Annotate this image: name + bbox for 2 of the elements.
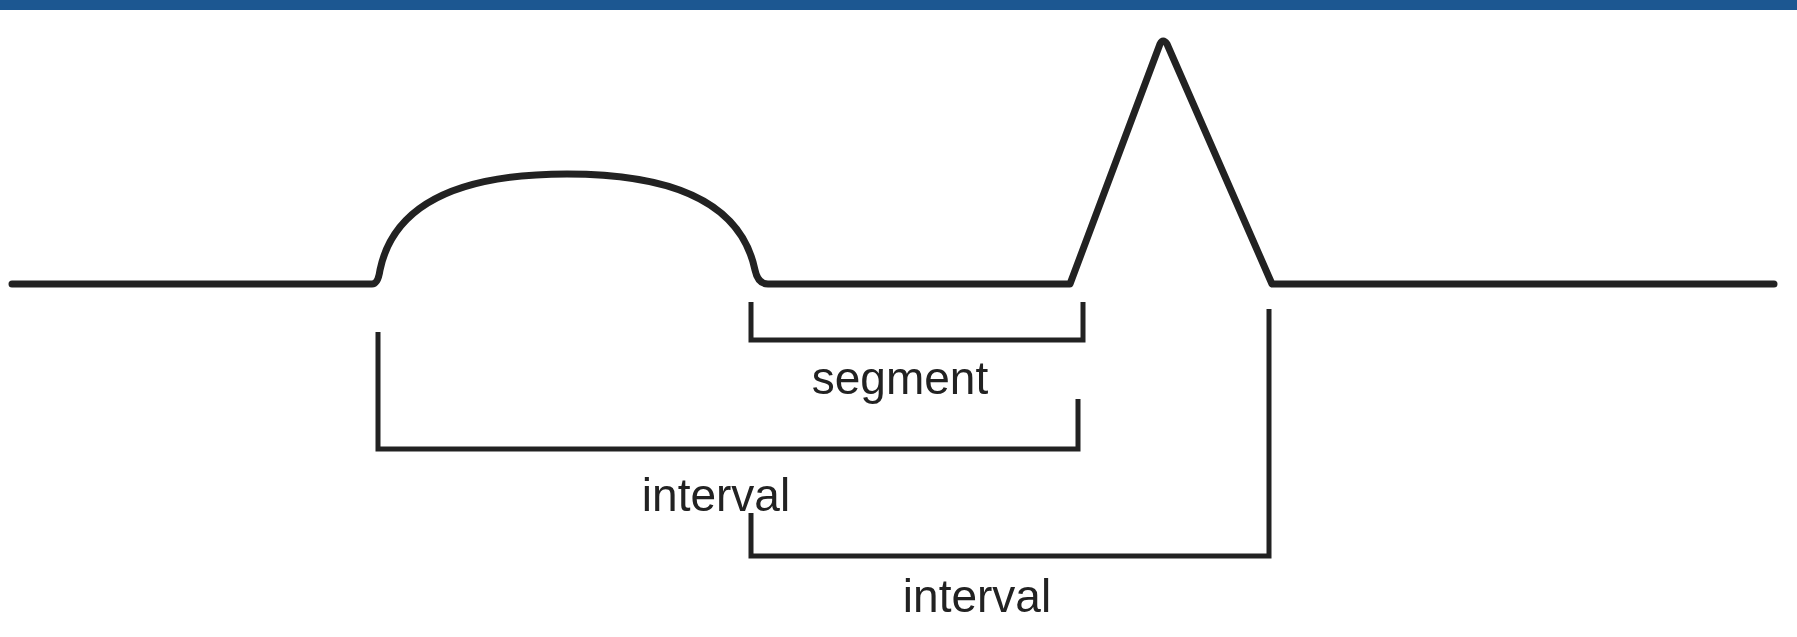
- interval-label: interval: [641, 472, 791, 518]
- interval-label: interval: [902, 573, 1052, 619]
